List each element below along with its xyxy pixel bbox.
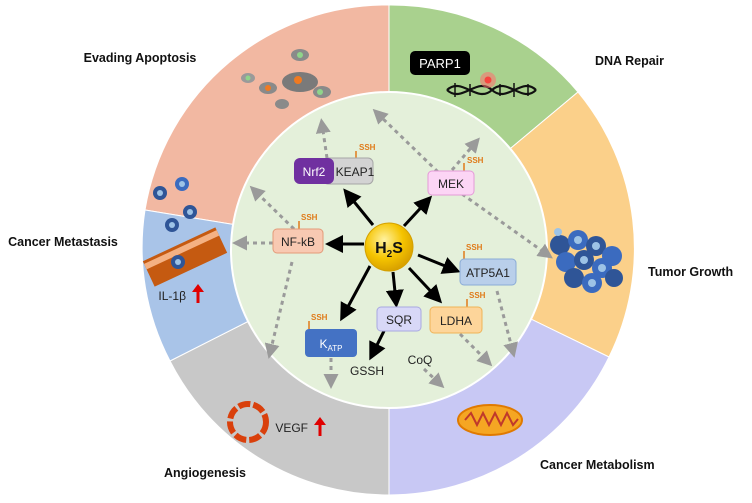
arrow-h2s-keap1: [343, 188, 375, 226]
h2s-label: H2S: [375, 240, 403, 260]
arrow-h2s-sqr: [385, 271, 404, 308]
vegf-up-arrow-icon: [314, 417, 326, 436]
dna-helix-icon: [446, 72, 537, 97]
node-ldha: [429, 306, 483, 334]
katp-sub: ATP: [328, 344, 343, 353]
arrow-h2s-katp: [340, 265, 372, 322]
arrow-keap1-apoptosis: [315, 118, 331, 159]
arrow-h2s-atp5a1: [417, 253, 461, 274]
keap1-label: KEAP1: [336, 165, 375, 179]
node-atp5a1: [459, 258, 517, 286]
arrow-atp5a1-metabolism: [495, 290, 518, 358]
effect-arrows: [232, 108, 553, 389]
h2s-center: [364, 222, 414, 272]
label-dna-repair: DNA Repair: [595, 54, 664, 68]
ssh-keap1: SSH: [359, 143, 376, 152]
katp-main: K: [320, 337, 328, 351]
node-nrf2: [294, 158, 334, 184]
ldha-label: LDHA: [440, 314, 472, 328]
ssh-katp: SSH: [311, 313, 328, 322]
label-cancer-metastasis: Cancer Metastasis: [8, 235, 118, 249]
katp-label: KATP: [320, 337, 343, 353]
arrow-h2s-mek: [402, 195, 433, 228]
node-mek: [427, 170, 475, 196]
sqr-label: SQR: [386, 313, 412, 327]
arrow-nfkb-apoptosis: [249, 185, 296, 231]
h2s-main: H: [375, 240, 387, 257]
label-angiogenesis: Angiogenesis: [164, 466, 246, 480]
blood-vessel-icon: [142, 177, 228, 287]
parp1-label: PARP1: [419, 56, 461, 71]
node-sqr: [376, 306, 422, 332]
vegf-label: VEGF: [275, 421, 308, 435]
tumor-cells-icon: [550, 228, 623, 293]
h2s-sub: 2: [387, 249, 393, 260]
il1b-up-arrow-icon: [192, 284, 204, 303]
arrow-mek-apoptosis: [372, 108, 440, 174]
arrow-coq-metabolism: [422, 367, 445, 389]
h2s-tail: S: [392, 240, 403, 257]
label-cancer-metabolism: Cancer Metabolism: [540, 458, 655, 472]
gssh-label: GSSH: [350, 364, 384, 378]
apoptosis-cells-icon: [241, 49, 331, 109]
h2s-arrows: [325, 188, 461, 361]
node-nfkb: [272, 228, 324, 254]
ssh-atp5a1: SSH: [466, 243, 483, 252]
arrow-sqr-gssh: [369, 330, 386, 361]
label-tumor-growth: Tumor Growth: [648, 265, 733, 279]
nrf2-label: Nrf2: [303, 165, 326, 179]
vessel-ring-icon: [227, 401, 269, 443]
ssh-nfkb: SSH: [301, 213, 318, 222]
ssh-markers: SSH SSH SSH SSH SSH SSH: [298, 143, 486, 329]
ssh-ldha: SSH: [469, 291, 486, 300]
ssh-mek: SSH: [467, 156, 484, 165]
node-katp: [305, 329, 357, 357]
arrow-ldha-metabolism: [458, 332, 493, 367]
arrow-mek-tumor: [461, 192, 553, 259]
mek-label: MEK: [438, 177, 464, 191]
atp5a1-label: ATP5A1: [466, 266, 510, 280]
nfkb-label: NF-kB: [281, 235, 315, 249]
mitochondria-icon: [457, 404, 523, 436]
arrow-h2s-ldha: [407, 266, 443, 304]
coq-label: CoQ: [408, 353, 433, 367]
il1b-label: IL-1β: [158, 289, 186, 303]
parp1-badge: [410, 51, 470, 75]
arrow-mek-dna: [450, 137, 480, 171]
label-evading-apoptosis: Evading Apoptosis: [84, 51, 197, 65]
